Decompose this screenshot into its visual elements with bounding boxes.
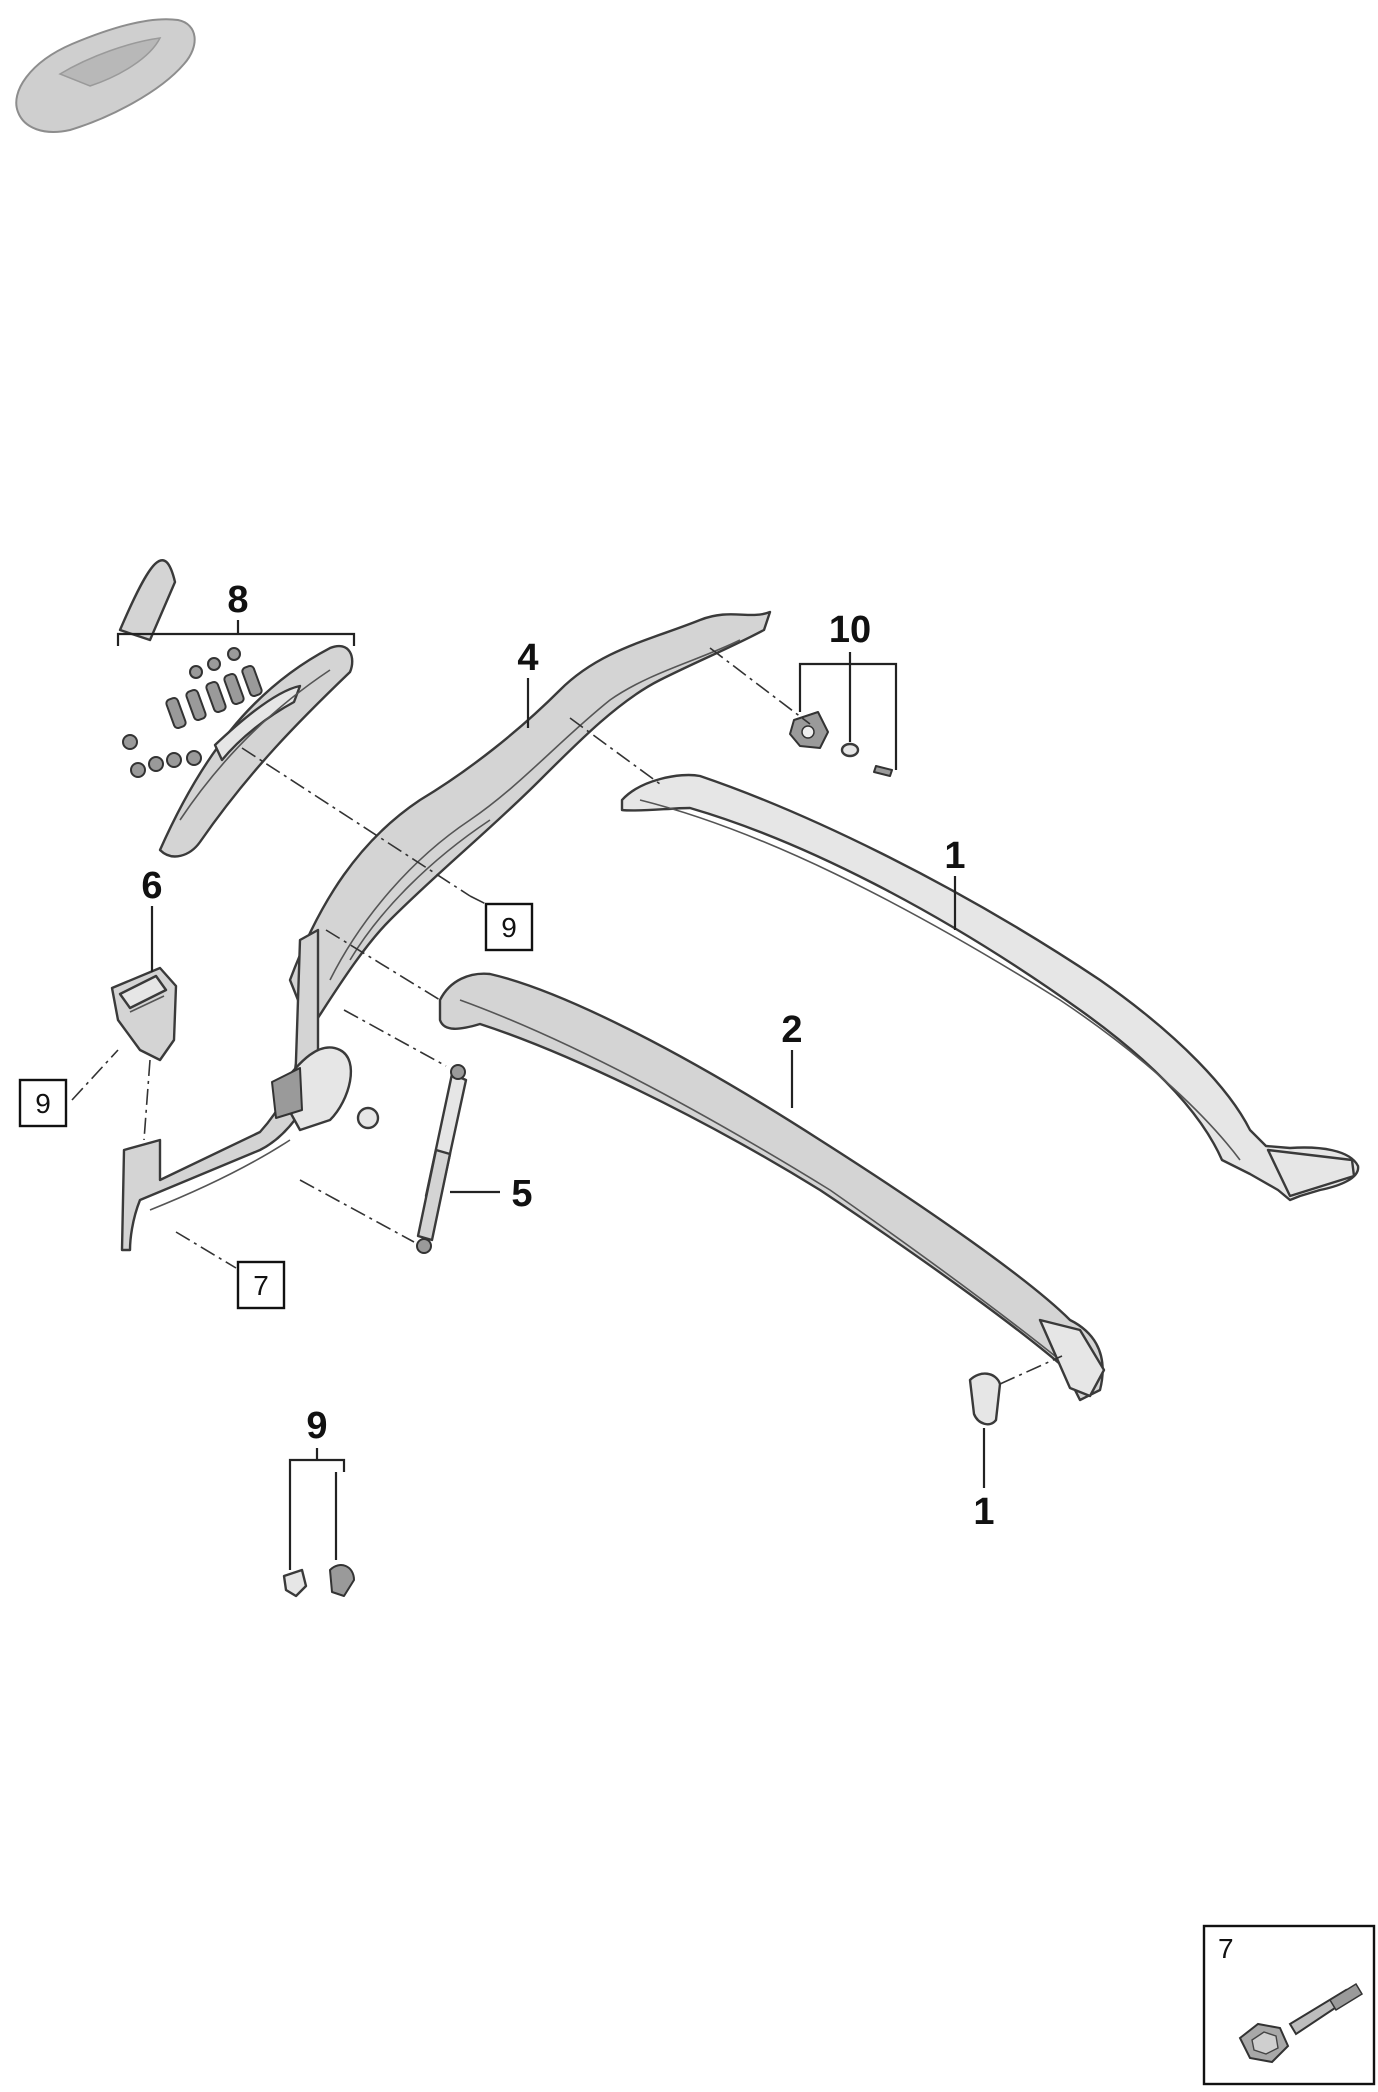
part-10-fittings	[789, 711, 893, 777]
detail-inset-7: 7	[1202, 1924, 1376, 2086]
boxed-refs: 9 9 7	[18, 902, 534, 1310]
part-8-bracket-plate	[118, 559, 354, 858]
callout-5: 5	[511, 1173, 532, 1215]
svg-text:9: 9	[35, 1088, 51, 1119]
detail-inset-label: 7	[1218, 1933, 1234, 1964]
car-silhouette-icon	[15, 18, 196, 133]
callout-6: 6	[141, 865, 162, 907]
boxed-ref-9-center: 9	[484, 902, 534, 952]
callout-9-bottom: 9	[306, 1405, 327, 1447]
callout-2: 2	[781, 1009, 802, 1051]
svg-text:7: 7	[253, 1270, 269, 1301]
part-9-clips	[282, 1564, 355, 1598]
callout-1-top: 1	[944, 835, 965, 877]
boxed-ref-9-left: 9	[18, 1078, 68, 1128]
leader-lines	[116, 620, 986, 1570]
part-1-lower-cap	[968, 1372, 1002, 1426]
part-2-lower-rail	[438, 972, 1106, 1402]
part-6-bracket	[110, 966, 178, 1062]
part-1-upper-rail	[620, 773, 1360, 1202]
callout-1-bottom: 1	[973, 1491, 994, 1533]
assembly-lines	[71, 647, 1063, 1385]
part-4-frame-arm	[120, 610, 772, 1252]
boxed-ref-7: 7	[236, 1260, 286, 1310]
callout-10: 10	[829, 609, 871, 651]
bolt-icon	[1238, 1982, 1364, 2064]
callouts: 8 4 10 1 2 6 5 9 1	[141, 579, 994, 1533]
part-5-gas-strut	[416, 1064, 468, 1254]
callout-4: 4	[517, 637, 538, 679]
svg-text:9: 9	[501, 912, 517, 943]
callout-8: 8	[227, 579, 248, 621]
part-8-screws	[122, 647, 263, 778]
